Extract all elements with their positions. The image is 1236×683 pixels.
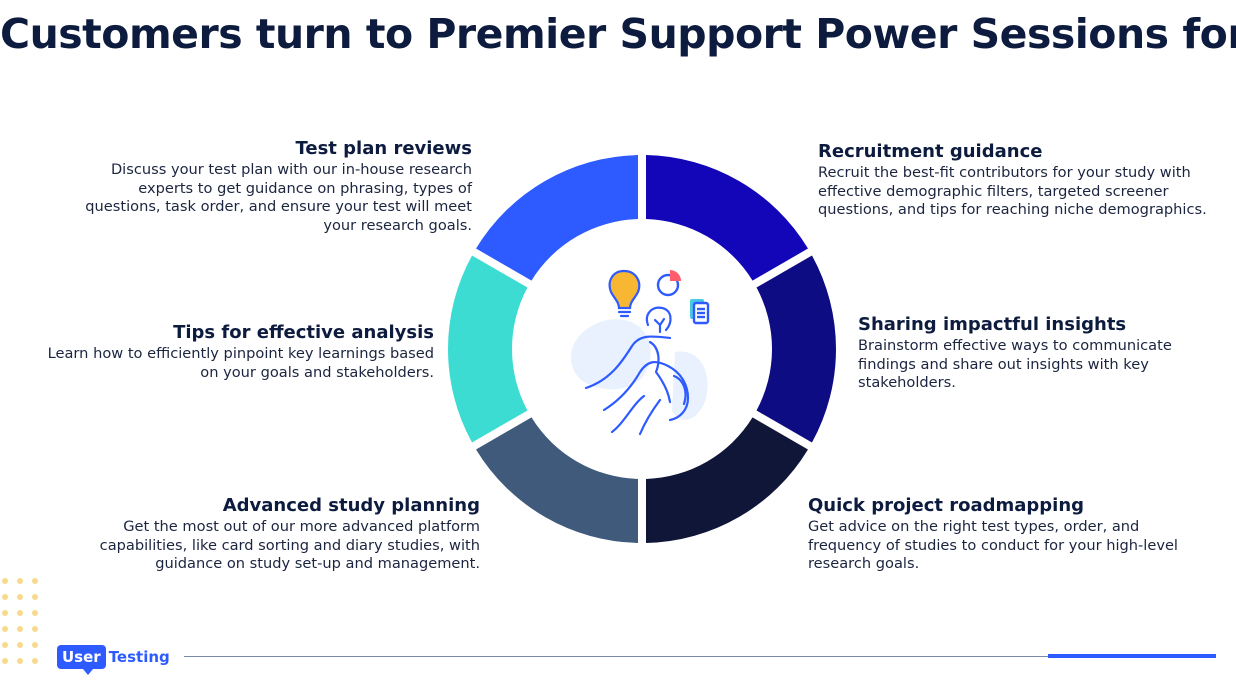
background-blob — [570, 319, 651, 390]
page-title: Customers turn to Premier Support Power … — [0, 10, 1236, 58]
pie-chart-icon — [656, 270, 681, 297]
ring-segment-quick — [645, 417, 808, 543]
decorative-dot — [32, 658, 38, 664]
segment-heading: Recruitment guidance — [818, 141, 1043, 162]
decorative-dot — [17, 594, 23, 600]
segment-heading: Quick project roadmapping — [808, 495, 1085, 516]
decorative-dot — [17, 610, 23, 616]
background-blob — [672, 351, 708, 420]
decorative-dot — [17, 642, 23, 648]
segment-test-plan-reviews: Test plan reviews Discuss your test plan… — [60, 138, 472, 235]
ring-segment-rec — [645, 155, 808, 281]
decorative-dots — [0, 576, 40, 676]
segment-description: Brainstorm effective ways to communicate… — [858, 337, 1172, 392]
logo-wordmark: Testing — [108, 648, 170, 666]
decorative-dot — [2, 626, 8, 632]
decorative-dot — [32, 594, 38, 600]
decorative-dot — [17, 626, 23, 632]
segment-description: Learn how to efficiently pinpoint key le… — [47, 345, 434, 381]
thinking-person-icon — [584, 306, 690, 436]
segment-description: Get advice on the right test types, orde… — [808, 518, 1178, 573]
decorative-dot — [32, 642, 38, 648]
decorative-dot — [17, 578, 23, 584]
footer-accent-bar — [1048, 654, 1216, 658]
decorative-dot — [17, 658, 23, 664]
segment-sharing-impactful-insights: Sharing impactful insights Brainstorm ef… — [858, 314, 1208, 393]
segment-description: Discuss your test plan with our in-house… — [85, 161, 472, 234]
segment-description: Recruit the best-fit contributors for yo… — [818, 164, 1207, 219]
document-icon — [690, 299, 710, 325]
segment-heading: Tips for effective analysis — [173, 322, 434, 343]
segment-recruitment-guidance: Recruitment guidance Recruit the best-fi… — [818, 141, 1213, 220]
ring-segment-adv — [476, 417, 639, 543]
segment-description: Get the most out of our more advanced pl… — [99, 518, 480, 573]
decorative-dot — [2, 594, 8, 600]
decorative-dot — [2, 578, 8, 584]
segment-heading: Sharing impactful insights — [858, 314, 1127, 335]
ring-segment-share — [756, 255, 836, 443]
ring-segment-test — [476, 155, 639, 281]
decorative-dot — [32, 626, 38, 632]
decorative-dot — [2, 658, 8, 664]
footer-divider — [184, 656, 1216, 657]
center-illustration — [570, 269, 710, 436]
decorative-dot — [32, 578, 38, 584]
logo-user-mark: User — [57, 645, 106, 675]
decorative-dot — [2, 610, 8, 616]
segment-quick-project-roadmapping: Quick project roadmapping Get advice on … — [808, 495, 1198, 574]
segment-heading: Advanced study planning — [222, 495, 480, 516]
segment-tips-for-effective-analysis: Tips for effective analysis Learn how to… — [40, 322, 434, 382]
ring-segment-tips — [447, 255, 528, 443]
lightbulb-icon — [608, 269, 641, 318]
usertesting-logo: User Testing — [57, 644, 170, 675]
decorative-dot — [32, 610, 38, 616]
segment-heading: Test plan reviews — [295, 138, 472, 159]
segment-advanced-study-planning: Advanced study planning Get the most out… — [60, 495, 480, 574]
decorative-dot — [2, 642, 8, 648]
